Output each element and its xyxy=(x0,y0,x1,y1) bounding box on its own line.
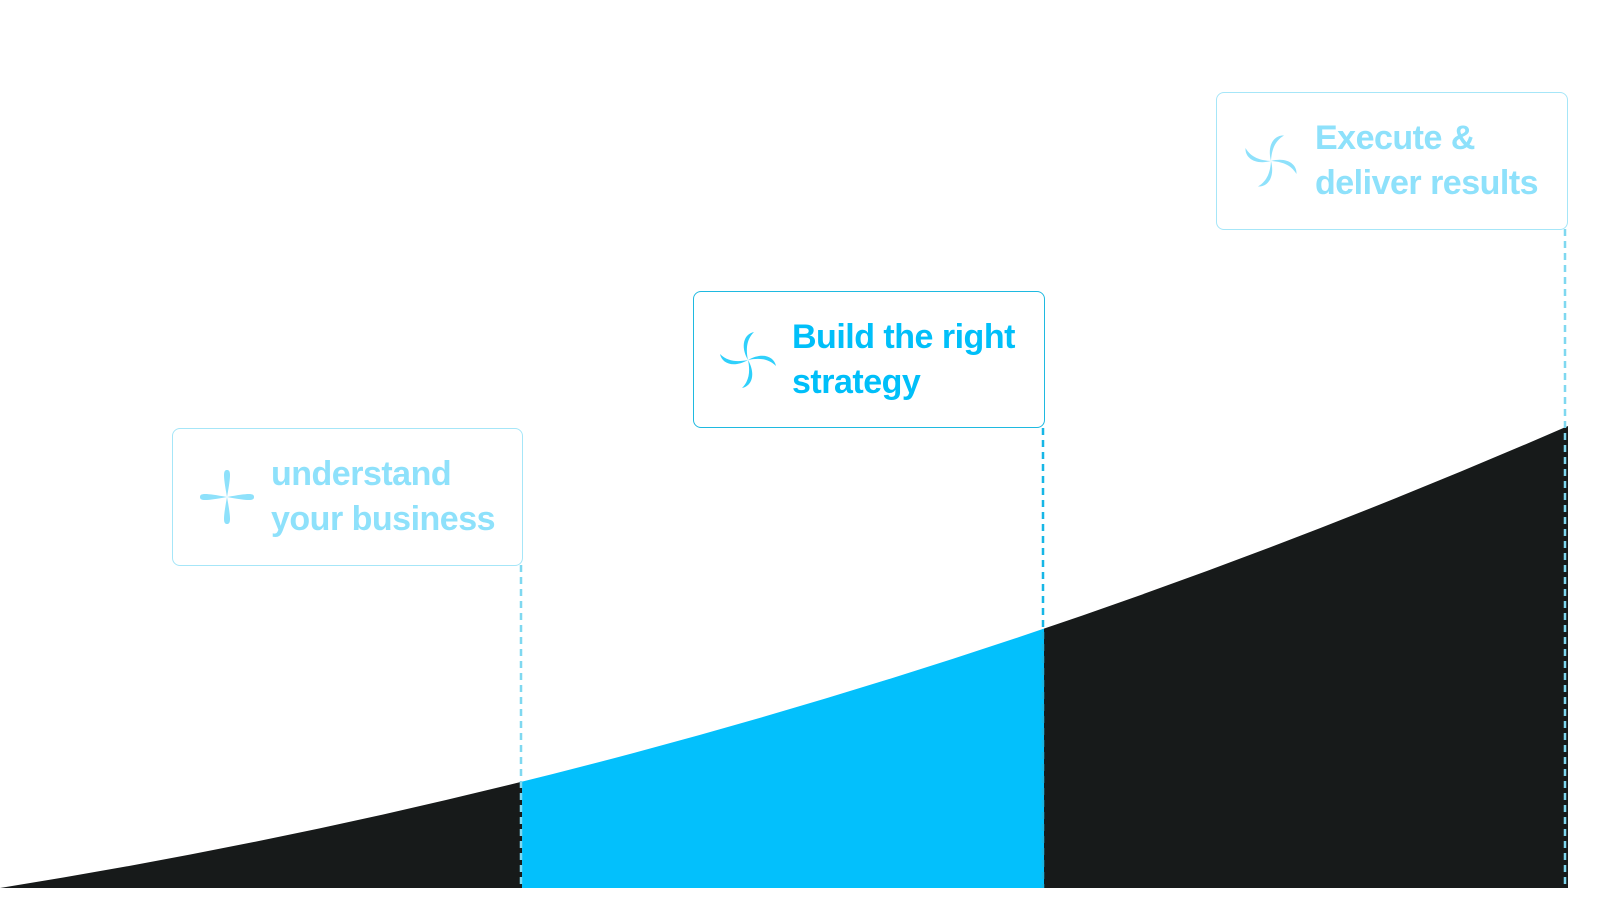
step-title-line1: understand xyxy=(271,455,452,493)
step-card-strategy: Build the right strategy xyxy=(693,291,1045,428)
step-card-understand: understand your business xyxy=(172,428,523,566)
sparkle-icon xyxy=(200,470,254,524)
step-title-line1: Execute & xyxy=(1315,119,1475,157)
step-title-line2: strategy xyxy=(792,362,921,401)
step-title-line1: Build the right xyxy=(792,317,1015,356)
pinwheel-icon xyxy=(1242,135,1300,190)
segment-2 xyxy=(522,426,1044,888)
step-title-line2: your business xyxy=(271,500,496,538)
step-card-execute: Execute & deliver results xyxy=(1216,92,1568,230)
pinwheel-icon xyxy=(720,331,776,388)
step-title-line2: deliver results xyxy=(1315,164,1539,202)
